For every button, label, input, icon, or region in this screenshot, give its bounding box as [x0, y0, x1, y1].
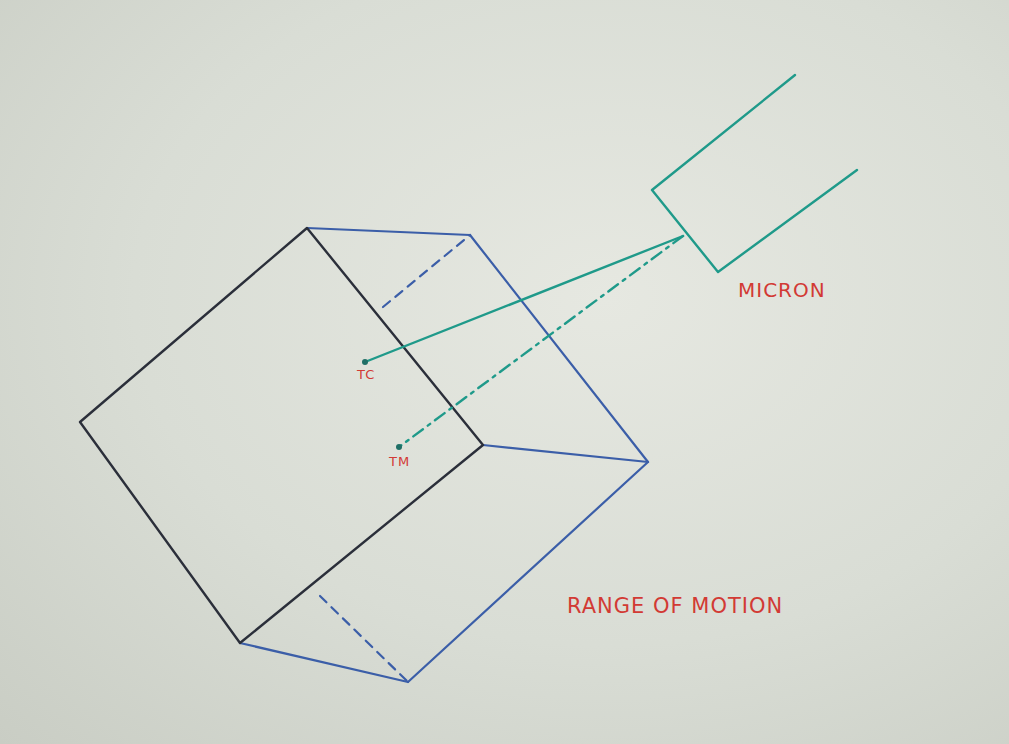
- target-point: [396, 444, 402, 450]
- device-label: MICRON: [738, 280, 826, 300]
- point-label: TM: [389, 455, 410, 468]
- micron-instrument: [365, 75, 857, 447]
- region-label: RANGE OF MOTION: [567, 596, 783, 617]
- target-point: [362, 359, 368, 365]
- point-label: TC: [357, 368, 375, 381]
- front-face: [80, 228, 483, 643]
